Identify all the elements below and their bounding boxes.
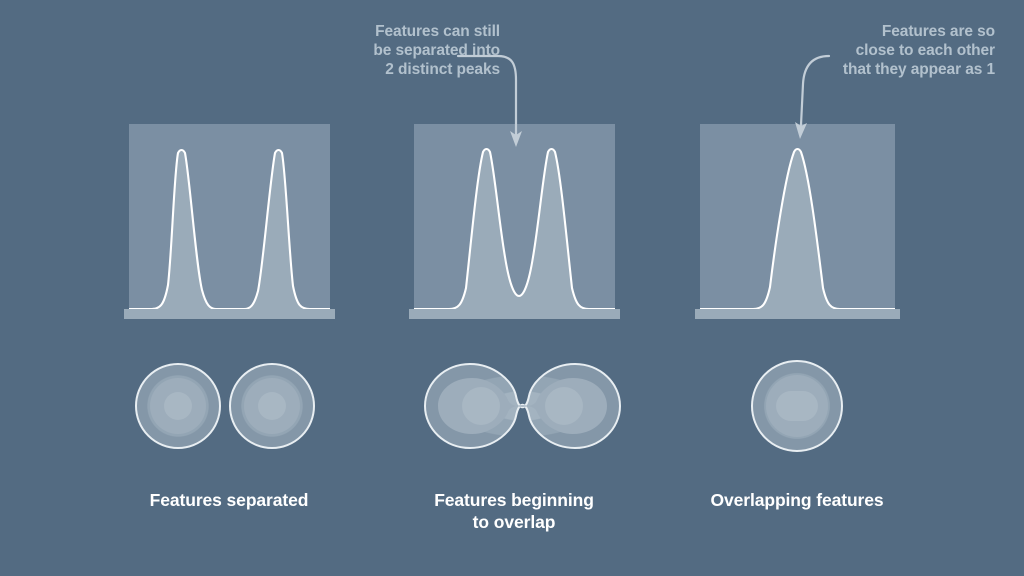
- arrow-line: [456, 54, 518, 137]
- blob-core-left: [462, 387, 500, 425]
- blob-core-right: [258, 392, 286, 420]
- chart-baseline-strip: [124, 309, 335, 319]
- blob-core-left: [164, 392, 192, 420]
- caption-features-beginning-to-overlap: Features beginning to overlap: [434, 490, 594, 532]
- arrow-head: [510, 131, 522, 147]
- blob-peanut-shaped-merged-blob: [423, 362, 622, 450]
- blob-two-separate-blobs: [135, 363, 315, 449]
- chart-panel-background: [129, 124, 330, 318]
- chart-baseline-strip: [695, 309, 900, 319]
- annotation-text-appear-as-one: Features are so close to each other that…: [842, 23, 995, 78]
- caption-features-separated: Features separated: [149, 490, 309, 510]
- chart-panel-features-beginning-to-overlap: [409, 124, 620, 319]
- annotation-text-separated-peaks: Features can still be separated into 2 d…: [373, 23, 500, 78]
- chart-panel-features-separated: [124, 124, 335, 319]
- peak-fill-overlapping-begin: [414, 149, 615, 309]
- chart-panel-overlapping-features: [695, 124, 900, 319]
- peak-fill-separated: [129, 150, 330, 309]
- peak-fill-merged: [700, 149, 895, 309]
- arrow-head: [795, 122, 807, 139]
- annotation-arrow-separated-peaks: [456, 54, 522, 147]
- blob-core-single: [776, 391, 818, 421]
- annotation-arrow-appear-as-one: [795, 54, 831, 139]
- peak-curve-merged: [700, 147, 895, 311]
- peak-curve-overlapping-begin: [414, 147, 615, 311]
- chart-panel-background: [414, 124, 615, 318]
- arrow-line: [799, 54, 831, 127]
- caption-overlapping-features: Overlapping features: [710, 490, 884, 510]
- blob-core-right: [545, 387, 583, 425]
- blob-single-merged-blob: [751, 360, 843, 452]
- chart-baseline-strip: [409, 309, 620, 319]
